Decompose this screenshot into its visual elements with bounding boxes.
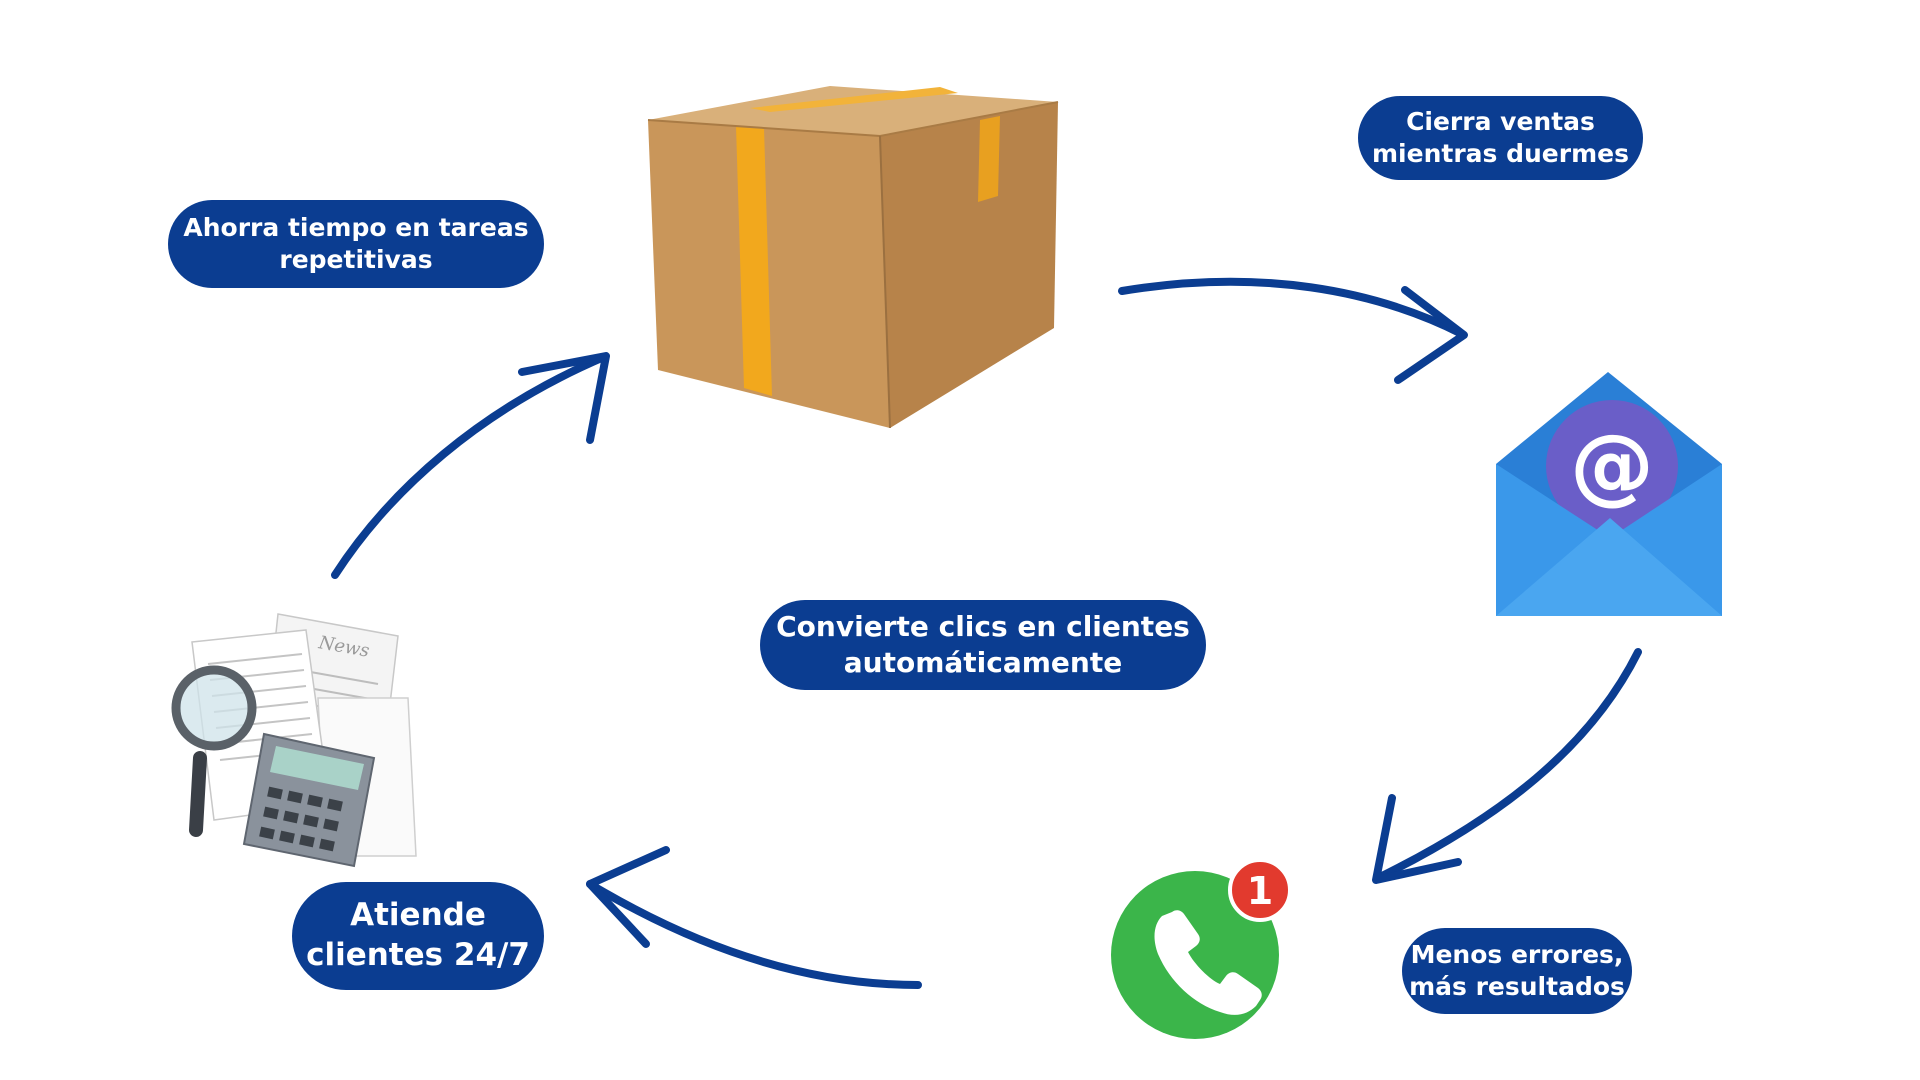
arrow-documents-to-box: [331, 352, 610, 579]
benefit-cierra-ventas-line2: mientras duermes: [1372, 139, 1629, 168]
notification-badge: 1: [1228, 860, 1292, 922]
documents-calculator-icon: News: [171, 613, 417, 868]
benefit-atiende-clientes: Atiende clientes 24/7: [292, 882, 544, 990]
benefit-atiende-clientes-line2: clientes 24/7: [306, 937, 530, 973]
benefit-menos-errores-line2: más resultados: [1409, 972, 1625, 1001]
email-envelope-icon: @: [1496, 372, 1722, 616]
cardboard-box-icon: [647, 86, 1059, 429]
benefit-convierte-clics-line2: automáticamente: [843, 646, 1123, 679]
phone-call-icon: 1: [1111, 860, 1292, 1039]
arrow-box-to-email: [1118, 277, 1468, 384]
benefit-ahorra-tiempo-line1: Ahorra tiempo en tareas: [183, 213, 529, 242]
email-at-symbol: @: [1570, 416, 1654, 514]
benefit-menos-errores: Menos errores, más resultados: [1402, 928, 1632, 1014]
notification-count: 1: [1247, 869, 1273, 913]
benefit-atiende-clientes-line1: Atiende: [350, 897, 486, 934]
benefit-ahorra-tiempo: Ahorra tiempo en tareas repetitivas: [168, 200, 544, 288]
benefit-convierte-clics-line1: Convierte clics en clientes: [776, 610, 1190, 644]
benefit-cierra-ventas: Cierra ventas mientras duermes: [1358, 96, 1643, 180]
arrow-email-to-phone: [1372, 648, 1642, 884]
arrow-phone-to-documents: [586, 846, 922, 989]
benefit-convierte-clics: Convierte clics en clientes automáticame…: [760, 600, 1206, 690]
benefit-ahorra-tiempo-line2: repetitivas: [279, 245, 433, 274]
benefit-cierra-ventas-line1: Cierra ventas: [1406, 107, 1595, 136]
benefit-menos-errores-line1: Menos errores,: [1410, 940, 1624, 969]
